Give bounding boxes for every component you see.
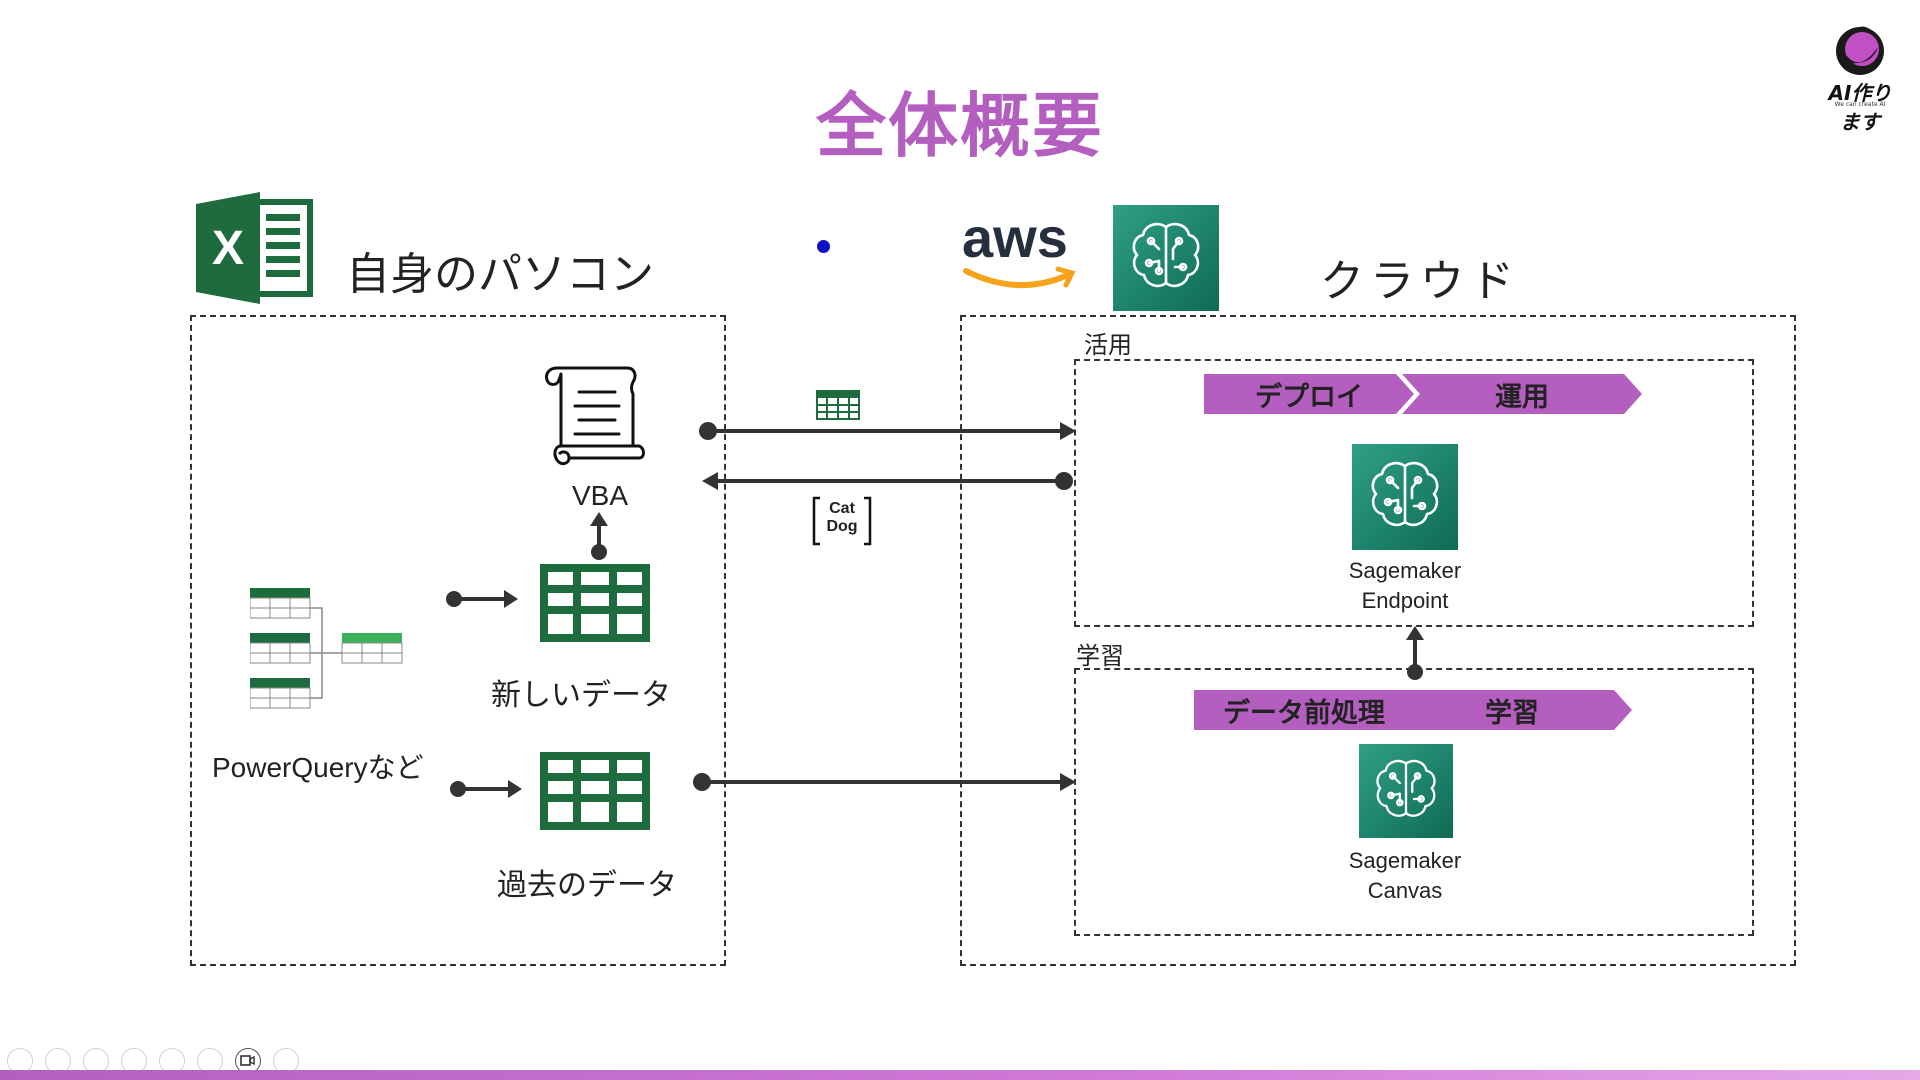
step-preprocess: データ前処理: [1194, 690, 1414, 730]
cloud-header: クラウド: [1320, 256, 1520, 307]
svg-text:X: X: [212, 222, 244, 275]
page-title: 全体概要: [816, 85, 1104, 167]
vba-to-endpoint-arrow: [699, 422, 1076, 440]
prediction-result-icon: Cat Dog: [812, 496, 872, 546]
vba-label: VBA: [572, 480, 629, 511]
new-data-label: 新しいデータ: [491, 678, 671, 713]
newdata-to-vba-arrow: [590, 512, 608, 560]
brand-logo-text: AI作ります: [1828, 81, 1892, 134]
bottom-accent-bar: [0, 1070, 1920, 1080]
sagemaker-endpoint-label: Sagemaker Endpoint: [1348, 558, 1462, 613]
prediction-cat: Cat: [829, 500, 855, 517]
camera-icon[interactable]: [235, 1048, 261, 1074]
new-data-grid-icon: [540, 564, 650, 642]
sagemaker-canvas-label: Sagemaker Canvas: [1348, 848, 1462, 903]
local-pc-panel: [190, 315, 726, 966]
powerquery-to-newdata-arrow: [446, 590, 518, 608]
cloud-panel: [960, 315, 1796, 966]
usage-section-panel: [1074, 359, 1754, 627]
pastdata-to-canvas-arrow: [693, 773, 1076, 791]
training-section-label: 学習: [1076, 642, 1124, 670]
past-data-grid-icon: [540, 752, 650, 830]
sagemaker-endpoint-icon: [1352, 444, 1458, 550]
data-table-icon: [816, 390, 860, 420]
vba-script-icon: [535, 362, 647, 470]
brand-logo: AI作ります We can create AI: [1820, 25, 1900, 134]
past-data-label: 過去のデータ: [497, 868, 677, 903]
local-pc-header: 自身のパソコン: [346, 249, 654, 300]
powerquery-to-pastdata-arrow: [450, 780, 522, 798]
endpoint-to-vba-arrow: [702, 472, 1073, 490]
training-to-endpoint-arrow: [1406, 626, 1424, 680]
excel-icon: X: [196, 192, 316, 304]
powerquery-merge-icon: [249, 588, 404, 718]
aws-logo: aws: [958, 205, 1083, 295]
step-operate: 運用: [1402, 374, 1642, 414]
brand-logo-icon: [1836, 26, 1884, 75]
powerquery-label: PowerQueryなど: [212, 752, 424, 783]
brand-logo-tagline: We can create AI: [1834, 101, 1886, 108]
prediction-dog: Dog: [826, 518, 858, 535]
step-train: 学習: [1392, 690, 1632, 730]
usage-section-label: 活用: [1084, 331, 1132, 359]
aws-wordmark: aws: [962, 206, 1068, 269]
aws-smile-icon: [963, 266, 1076, 289]
sagemaker-header-icon: [1113, 205, 1219, 311]
marker-dot: [817, 240, 830, 253]
sagemaker-canvas-icon: [1359, 744, 1453, 838]
step-deploy: デプロイ: [1204, 374, 1414, 414]
